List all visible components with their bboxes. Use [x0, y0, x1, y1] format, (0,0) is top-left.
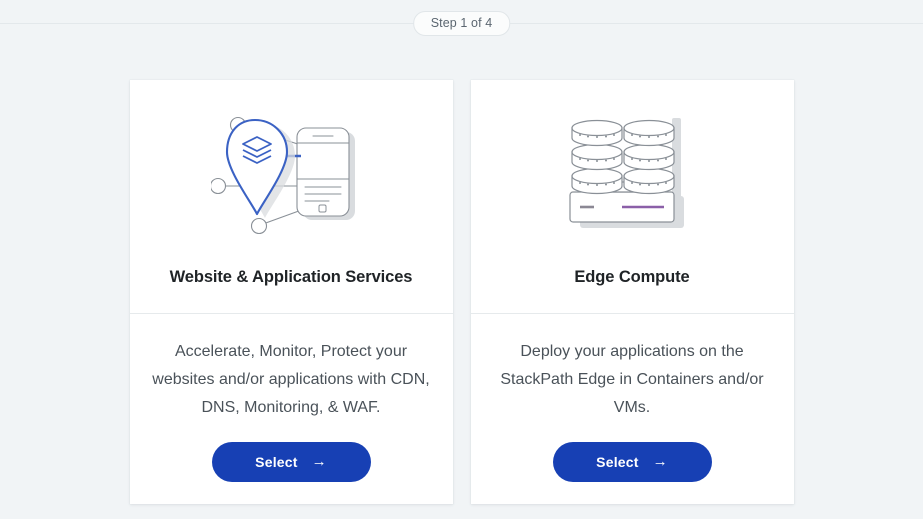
card-description-website-application-services: Accelerate, Monitor, Protect your websit… — [152, 343, 430, 416]
service-selection-card-list: Website & Application Services Accelerat… — [0, 80, 923, 504]
service-card-website-application-services[interactable]: Website & Application Services Accelerat… — [129, 80, 453, 504]
card-title-edge-compute: Edge Compute — [574, 268, 690, 286]
select-button-website-application-services[interactable]: Select → — [211, 442, 371, 482]
card-illustration-website-application-services — [130, 80, 453, 268]
arrow-right-icon: → — [311, 452, 327, 470]
stacked-database-servers-illustration — [569, 118, 684, 228]
card-divider — [129, 313, 453, 314]
select-button-edge-compute[interactable]: Select → — [552, 442, 712, 482]
select-button-label: Select — [255, 454, 298, 470]
service-card-edge-compute[interactable]: Edge Compute Deploy your applications on… — [470, 80, 794, 504]
card-divider — [470, 313, 794, 314]
stepper-header: Step 1 of 4 — [0, 0, 923, 48]
select-button-label: Select — [596, 454, 639, 470]
card-description-edge-compute: Deploy your applications on the StackPat… — [500, 343, 764, 416]
map-pin-layers-mobile-illustration — [211, 116, 355, 235]
arrow-right-icon: → — [652, 452, 668, 470]
card-title-website-application-services: Website & Application Services — [169, 268, 413, 286]
step-indicator-badge: Step 1 of 4 — [412, 11, 511, 36]
card-illustration-edge-compute — [471, 80, 794, 268]
